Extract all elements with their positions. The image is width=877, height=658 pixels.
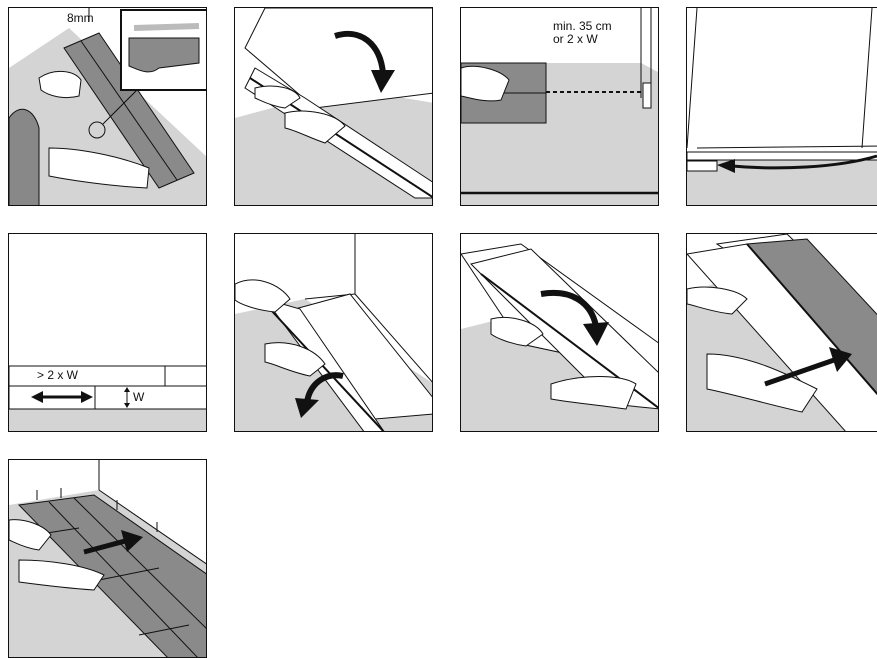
step-2-panel	[234, 7, 433, 206]
step-1-illustration	[9, 8, 207, 206]
step-5-panel: > 2 x W W	[8, 233, 207, 432]
step-6-panel	[234, 233, 433, 432]
step-4-panel	[686, 7, 877, 206]
expansion-gap-label: 8mm	[67, 12, 94, 25]
step-3-panel: min. 35 cm or 2 x W	[460, 7, 659, 206]
min-length-alt-label: or 2 x W	[553, 33, 598, 46]
step-9-panel	[8, 459, 207, 658]
step-7-panel	[460, 233, 659, 432]
plank-width-label: W	[133, 391, 144, 404]
step-1-panel: 8mm	[8, 7, 207, 206]
offset-label: > 2 x W	[37, 369, 78, 382]
step-8-panel	[686, 233, 877, 432]
